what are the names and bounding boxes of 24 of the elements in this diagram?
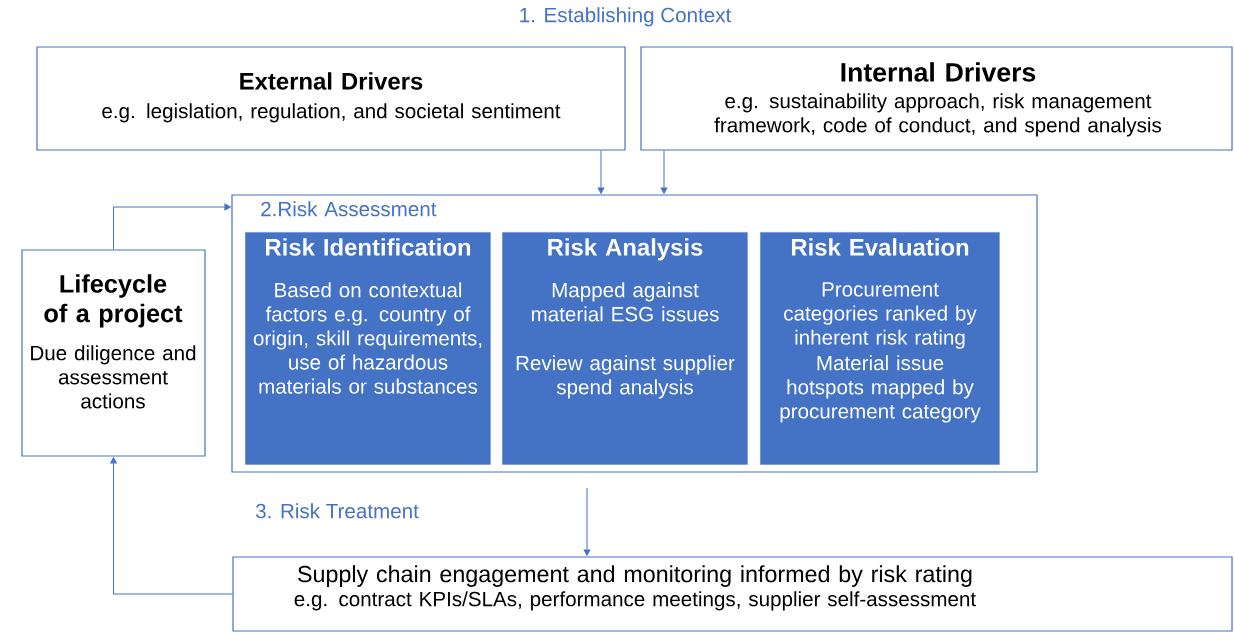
description: e.g. sustainability approach, risk management framework, code of conduct, and spend analysis xyxy=(714,93,1162,137)
description: Material issue hotspots mapped by procurement category xyxy=(780,355,981,423)
heading: Risk Analysis xyxy=(548,238,703,261)
section-title: 3. Risk Treatment xyxy=(255,503,419,519)
heading: External Drivers xyxy=(240,72,423,90)
heading: Internal Drivers xyxy=(841,62,1036,82)
heading: Risk Identification xyxy=(266,238,471,256)
description: Review against supplier spend analysis xyxy=(516,355,735,399)
heading: Supply chain engagement and monitoring informed by risk rating xyxy=(298,565,972,587)
arrow xyxy=(660,150,668,194)
arrow xyxy=(597,150,605,194)
description: Mapped against material ESG issues xyxy=(531,282,719,322)
section-title: 2.Risk Assessment xyxy=(261,201,437,217)
description: Due diligence and assessment actions xyxy=(31,345,196,409)
section-title: 1. Establishing Context xyxy=(520,7,732,27)
description: e.g. contract KPIs/SLAs, performance meetings, supplier self-assessment xyxy=(294,591,976,611)
heading: Risk Evaluation xyxy=(791,238,969,256)
description: Based on contextual factors e.g. country of origin, skill requirements, use of hazardous materials or substances xyxy=(253,282,482,394)
arrow xyxy=(110,457,233,595)
description: Procurement categories ranked by inherent risk rating xyxy=(784,282,977,349)
description: e.g. legislation, regulation, and societal sentiment xyxy=(102,103,561,123)
arrow xyxy=(583,487,591,556)
arrow xyxy=(113,203,231,250)
heading: Lifecycle of a project xyxy=(44,274,183,328)
